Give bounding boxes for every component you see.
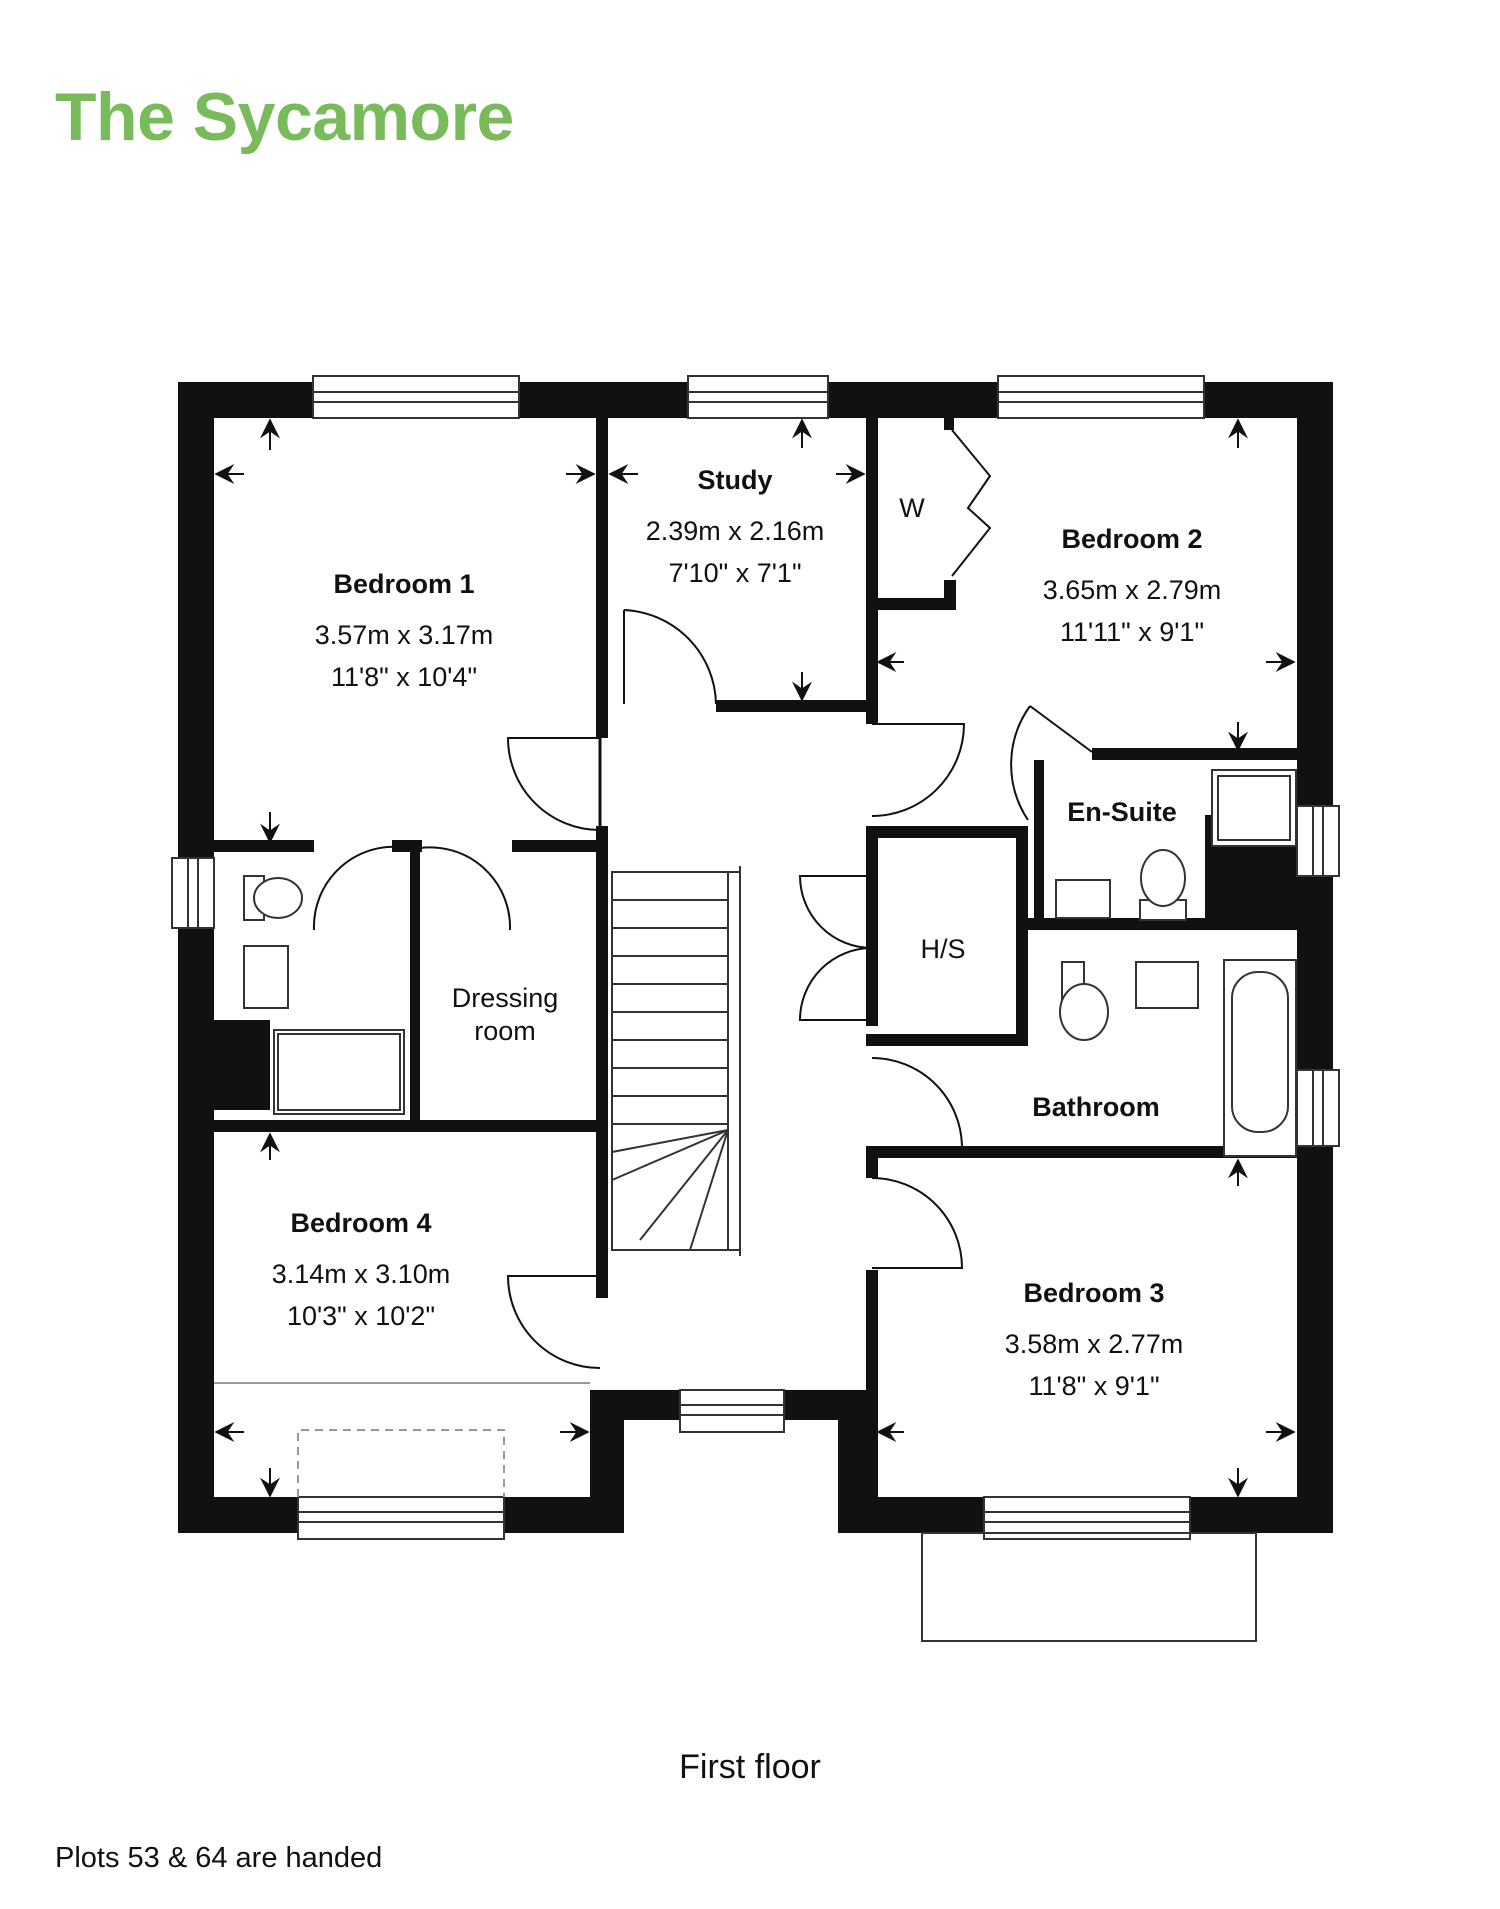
staircase [611,866,741,1256]
study-metric: 2.39m x 2.16m [646,516,825,546]
floor-label: First floor [679,1748,821,1786]
dimension-arrows [214,418,1296,1498]
wardrobe-label: W [899,493,925,523]
window-bottom-landing [679,1389,785,1433]
bedroom4-name: Bedroom 4 [290,1208,431,1238]
page-title: The Sycamore [55,79,514,155]
bedroom3-imperial: 11'8" x 9'1" [1028,1371,1159,1401]
window-top-study [687,375,829,419]
bedroom2-metric: 3.65m x 2.79m [1043,575,1222,605]
bedroom4-metric: 3.14m x 3.10m [272,1259,451,1289]
window-left-ensuite [171,857,215,929]
window-bottom-bedroom4 [297,1496,505,1540]
internal-walls [214,418,1297,1500]
handed-footnote: Plots 53 & 64 are handed [55,1842,383,1874]
dressing-room-line2: room [474,1016,536,1046]
window-right-ensuite [1296,805,1340,877]
sanitaryware [243,769,1297,1157]
doors [312,429,1093,1369]
study-name: Study [697,465,772,495]
window-top-bedroom2 [997,375,1205,419]
bedroom4-bay-lines [214,1382,590,1497]
bedroom1-metric: 3.57m x 3.17m [315,620,494,650]
bedroom2-imperial: 11'11" x 9'1" [1060,617,1204,647]
bedroom3-metric: 3.58m x 2.77m [1005,1329,1184,1359]
bathroom-name: Bathroom [1032,1092,1160,1122]
bedroom2-name: Bedroom 2 [1061,524,1202,554]
dressing-room-line1: Dressing [452,983,559,1013]
bedroom1-imperial: 11'8" x 10'4" [331,662,477,692]
hs-label: H/S [920,934,965,964]
study-imperial: 7'10" x 7'1" [668,558,801,588]
bedroom3-name: Bedroom 3 [1023,1278,1164,1308]
outer-walls [178,382,1333,1533]
bedroom1-name: Bedroom 1 [333,569,474,599]
bay-outline [921,1532,1257,1642]
ensuite-name: En-Suite [1067,797,1177,827]
window-right-bathroom [1296,1069,1340,1147]
window-top-bedroom1 [312,375,520,419]
bedroom4-imperial: 10'3" x 10'2" [287,1301,435,1331]
